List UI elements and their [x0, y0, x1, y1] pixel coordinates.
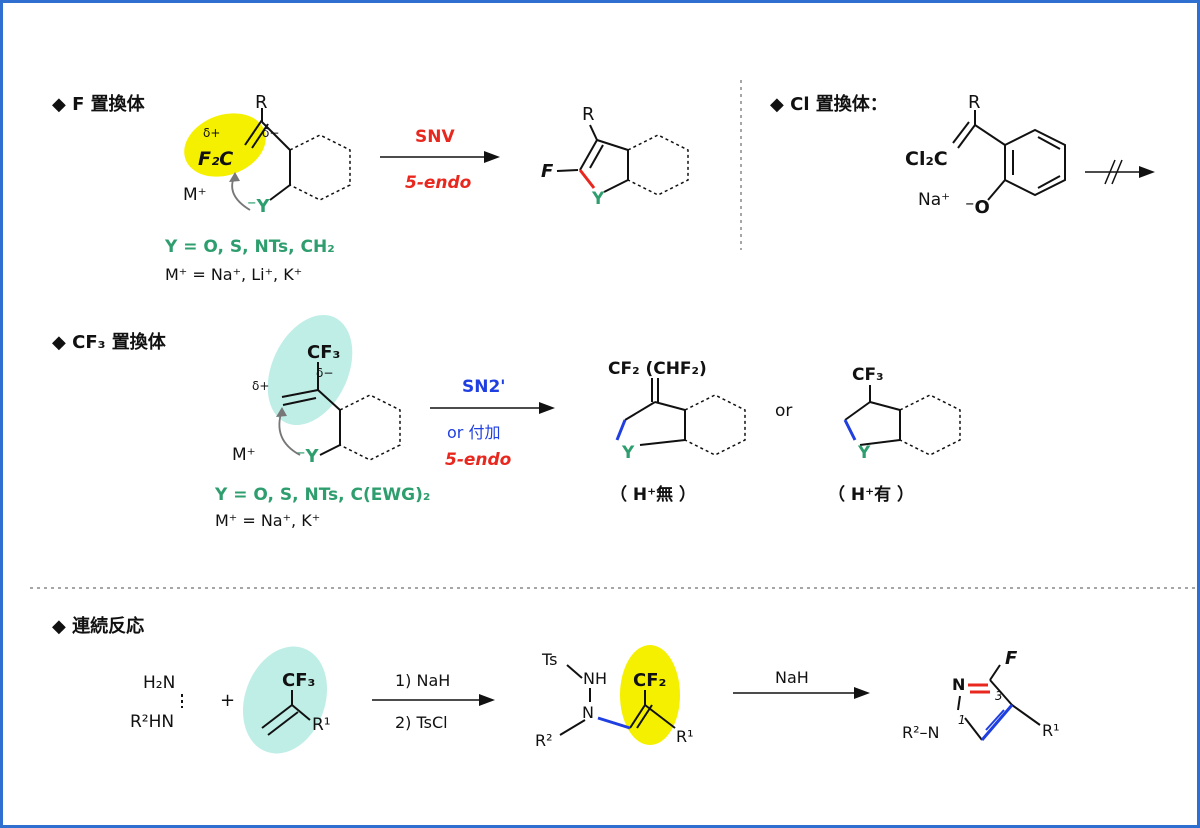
seq-arrow-2-label: NaH	[775, 668, 809, 687]
cf3-or: or	[775, 401, 792, 421]
cl-structure	[952, 110, 1066, 201]
f-start-f2c: F₂C	[198, 148, 233, 170]
seq-alkene-r1: R¹	[312, 715, 331, 735]
f-product-red-bond	[578, 169, 596, 189]
cl-no-reaction-slash-2	[1111, 159, 1123, 185]
seq-ts: Ts	[541, 650, 557, 669]
seq-step2: 2) TsCl	[395, 713, 448, 732]
cf3-product2-caption: （ H⁺有 ）	[828, 484, 914, 505]
seq-intermediate-blue-bond	[597, 716, 631, 730]
cf3-m-list: M⁺ = Na⁺, K⁺	[215, 511, 320, 530]
seq-arrow-1-head	[479, 694, 495, 706]
f-product-structure	[579, 124, 689, 196]
f-start-structure	[244, 108, 351, 201]
cf3-product2-structure	[844, 385, 961, 456]
f-product-r: R	[582, 104, 595, 125]
seq-yellow-highlight	[620, 645, 680, 745]
f-start-r: R	[255, 92, 268, 113]
f-m-list: M⁺ = Na⁺, Li⁺, K⁺	[165, 265, 302, 284]
f-start-m-plus: M⁺	[183, 185, 207, 205]
heading-f-substituted: ◆ F 置換体	[52, 93, 146, 115]
cf3-product1-top: CF₂ (CHF₂)	[608, 359, 707, 379]
cl-cl2c: Cl₂C	[905, 148, 948, 170]
seq-pyrazole-blue-bond	[980, 704, 1014, 741]
cf3-arrow-mid-label: or 付加	[447, 423, 500, 442]
cf3-curved-arrow-head	[276, 407, 287, 417]
cl-arrow-head	[1139, 166, 1155, 178]
cf3-start-structure	[281, 362, 401, 461]
seq-pyrazole-n2: N	[952, 675, 965, 694]
f-product-f-bond	[556, 169, 579, 172]
seq-pyrazole-r1: R¹	[1042, 721, 1060, 740]
seq-nh: NH	[583, 669, 607, 688]
seq-h2n: H₂N	[143, 673, 175, 693]
cyan-highlight	[267, 315, 353, 425]
seq-pyrazole-blue-bond-2	[985, 709, 1005, 731]
heading-sequential: ◆ 連続反応	[52, 615, 144, 637]
f-start-y-minus: ⁻Y	[247, 196, 271, 217]
f-start-delta-minus: δ−	[262, 126, 279, 140]
seq-intermediate-structure	[559, 664, 676, 736]
seq-pyrazole-f: F	[1005, 648, 1018, 669]
cf3-start-m-plus: M⁺	[232, 445, 256, 465]
cl-o-minus: ⁻O	[965, 197, 990, 218]
cf3-product1-blue-bond	[615, 419, 627, 441]
cl-na: Na⁺	[918, 190, 950, 210]
cf3-product2-top: CF₃	[852, 365, 884, 385]
cf3-reaction-arrow-head	[539, 402, 555, 414]
seq-pyrazole-1: 1	[958, 713, 966, 727]
seq-cf2: CF₂	[633, 670, 666, 691]
heading-cl-substituted: ◆ Cl 置換体：	[770, 93, 888, 115]
seq-step1: 1) NaH	[395, 671, 450, 690]
cf3-product1-caption: （ H⁺無 ）	[610, 484, 696, 505]
seq-cyan-highlight	[242, 646, 328, 754]
cl-r: R	[968, 92, 981, 113]
cf3-start-delta-plus: δ+	[252, 379, 269, 393]
seq-arrow-2-head	[854, 687, 870, 699]
seq-pyrazole-structure	[957, 664, 1041, 741]
f-start-delta-plus: δ+	[203, 126, 220, 140]
seq-r2hn: R²HN	[130, 712, 174, 732]
seq-alkene-structure	[261, 690, 311, 736]
seq-plus: +	[220, 690, 235, 711]
cf3-start-delta-minus: δ−	[316, 366, 333, 380]
cf3-product2-y: Y	[857, 443, 871, 463]
f-curved-arrow-head	[229, 172, 240, 182]
f-reaction-arrow-head	[484, 151, 500, 163]
f-product-f: F	[541, 161, 554, 182]
seq-n: N	[582, 703, 594, 722]
yellow-highlight	[184, 113, 266, 177]
cf3-arrow-top-label: SN2'	[462, 377, 506, 397]
seq-pyrazole-r2n: R²–N	[902, 723, 940, 742]
cf3-arrow-bottom-label: 5-endo	[445, 450, 512, 470]
heading-cf3-substituted: ◆ CF₃ 置換体	[52, 331, 167, 353]
seq-alkene-cf3: CF₃	[282, 670, 315, 691]
f-arrow-top-label: SNV	[415, 127, 455, 147]
cf3-product2-blue-bond	[843, 419, 857, 441]
cf3-y-list: Y = O, S, NTs, C(EWG)₂	[214, 485, 430, 505]
seq-r2: R²	[535, 731, 553, 750]
cf3-product1-y: Y	[621, 443, 635, 463]
f-product-y: Y	[591, 189, 605, 209]
seq-intermediate-r1: R¹	[676, 727, 694, 746]
cf3-start-cf3: CF₃	[307, 342, 340, 363]
f-y-list: Y = O, S, NTs, CH₂	[164, 237, 335, 257]
cf3-product1-structure	[624, 378, 746, 456]
cl-no-reaction-slash-1	[1104, 159, 1116, 185]
seq-pyrazole-3: 3	[995, 689, 1003, 703]
cf3-start-y-minus: ⁻Y	[296, 446, 320, 467]
f-arrow-bottom-label: 5-endo	[405, 173, 472, 193]
